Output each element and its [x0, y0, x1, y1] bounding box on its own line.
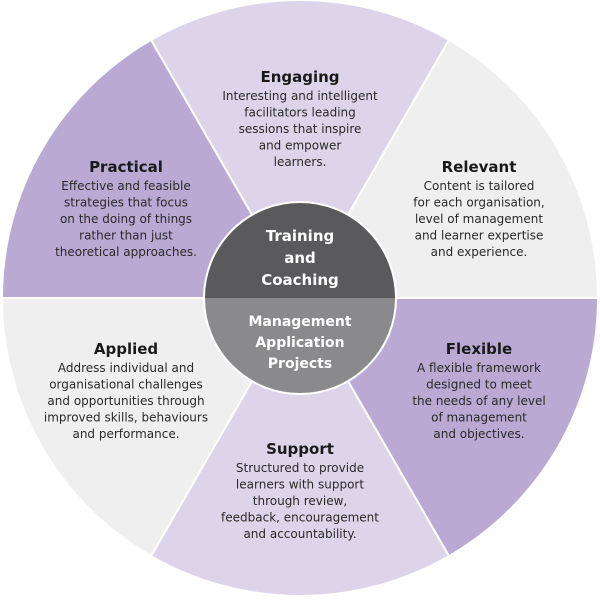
segment-body-line: designed to meet — [426, 378, 532, 392]
segment-body-line: and experience. — [431, 245, 528, 259]
segment-body-line: facilitators leading — [244, 106, 356, 120]
segment-body-line: Structured to provide — [236, 461, 364, 475]
hub-top-label: and — [284, 249, 316, 267]
support-wedge — [149, 295, 451, 598]
segment-body-line: through review, — [253, 494, 347, 508]
relevant-wedge — [298, 38, 600, 299]
segment-title: Engaging — [260, 68, 339, 86]
segment-body-line: learners with support — [236, 478, 364, 492]
hub-top-half — [204, 202, 396, 298]
segment-body-line: level of management — [415, 212, 543, 226]
segment-body-line: learners. — [274, 155, 327, 169]
segment-body-line: Interesting and intelligent — [222, 89, 378, 103]
segment-body-line: and learner expertise — [415, 229, 544, 243]
segment-body-line: organisational challenges — [49, 378, 203, 392]
segment-title: Flexible — [446, 340, 512, 358]
segment-title: Applied — [94, 340, 158, 358]
segment-title: Relevant — [442, 158, 517, 176]
segment-body-line: of management — [431, 411, 527, 425]
applied-wedge — [0, 297, 302, 558]
segment-title: Practical — [89, 158, 163, 176]
hub: Training andCoachingManagementApplication… — [203, 201, 397, 395]
segment-body-line: and opportunities through — [47, 394, 204, 408]
segment-flexible: Flexible A flexible framework designed to … — [412, 340, 545, 441]
segment-body-line: for each organisation, — [413, 196, 544, 210]
segment-body-line: rather than just — [79, 229, 173, 243]
segment-body-line: Effective and feasible — [61, 179, 190, 193]
segment-body-line: Address individual and — [58, 361, 194, 375]
segment-body-line: A flexible framework — [417, 361, 541, 375]
hub-top-label: Training — [266, 227, 334, 245]
segment-body-line: and empower — [259, 139, 342, 153]
segment-body-line: strategies that focus — [64, 196, 188, 210]
segment-title: Support — [266, 440, 334, 458]
hub-bottom-label: Application — [255, 335, 344, 351]
segment-body-line: sessions that inspire — [239, 122, 362, 136]
segment-body-line: feedback, encouragement — [221, 511, 379, 525]
segment-body-line: and accountability. — [243, 527, 356, 541]
segment-body-line: the needs of any level — [412, 394, 545, 408]
engaging-wedge — [149, 0, 451, 301]
hub-ring — [203, 201, 397, 395]
segment-body-line: and objectives. — [433, 427, 524, 441]
hub-bottom-label: Projects — [268, 356, 332, 372]
segment-body-line: and performance. — [72, 427, 179, 441]
segment-body-line: on the doing of things — [60, 212, 192, 226]
practical-wedge — [0, 38, 302, 299]
flexible-wedge — [298, 297, 600, 558]
hub-bottom-label: Management — [248, 314, 351, 330]
hub-top-label: Coaching — [261, 271, 339, 289]
segment-body-line: Content is tailored — [424, 179, 535, 193]
segment-body-line: theoretical approaches. — [55, 245, 197, 259]
hub-bottom-half — [204, 298, 396, 394]
segment-body-line: improved skills, behaviours — [44, 411, 208, 425]
